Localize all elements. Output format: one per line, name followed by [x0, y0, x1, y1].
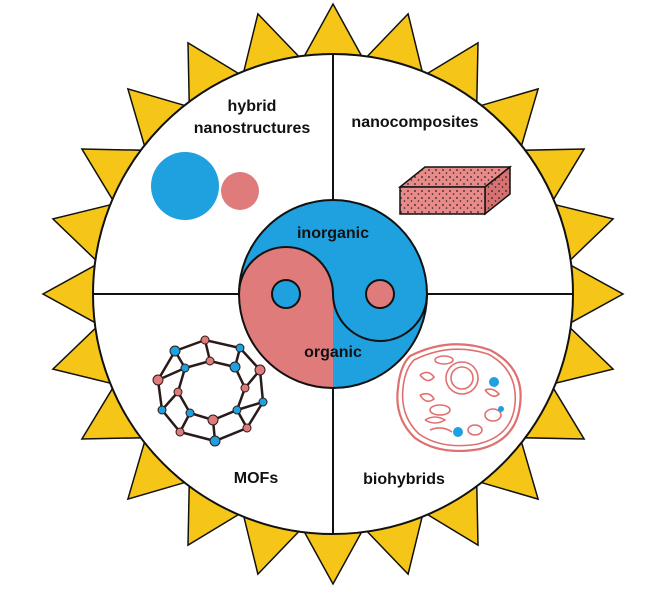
- mof-node: [254, 364, 266, 376]
- label-mofs: MOFs: [234, 470, 279, 487]
- label-organic: organic: [304, 344, 362, 361]
- yin-yang-icon: [238, 199, 428, 389]
- two-spheres-icon: [151, 152, 259, 220]
- mof-node: [209, 435, 221, 447]
- mof-node: [232, 405, 242, 415]
- mof-node: [258, 397, 268, 407]
- mof-node: [235, 343, 245, 353]
- mof-node: [185, 408, 195, 418]
- mof-node: [200, 335, 210, 345]
- yang-dot-pink: [365, 279, 395, 309]
- mof-node: [205, 356, 215, 366]
- mof-node: [180, 363, 190, 373]
- cell-vesicles: [453, 377, 504, 437]
- label-nanostructures: nanostructures: [194, 120, 311, 137]
- mof-node: [173, 387, 183, 397]
- composite-block-icon: [397, 165, 513, 216]
- mof-node: [175, 427, 185, 437]
- mof-nodes: [152, 335, 268, 447]
- label-inorganic: inorganic: [297, 225, 369, 242]
- label-hybrid: hybrid: [228, 98, 277, 115]
- cell-icon: [396, 343, 522, 452]
- label-nanocomposites: nanocomposites: [351, 114, 478, 131]
- mof-node: [242, 423, 252, 433]
- mof-node: [229, 361, 241, 373]
- yin-dot-blue: [271, 279, 301, 309]
- mof-node: [152, 374, 164, 386]
- label-biohybrids: biohybrids: [363, 471, 445, 488]
- mof-node: [157, 405, 167, 415]
- mof-node: [169, 345, 181, 357]
- mof-node: [240, 383, 250, 393]
- mof-node: [207, 414, 219, 426]
